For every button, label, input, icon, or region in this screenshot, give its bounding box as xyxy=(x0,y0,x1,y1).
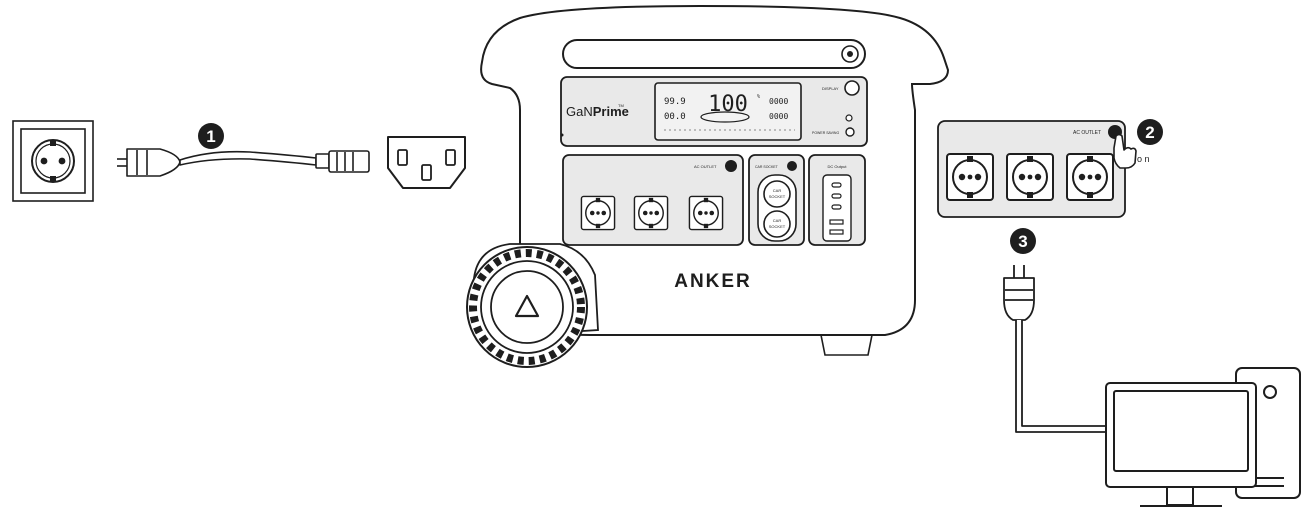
detail-ac-outlet-label: AC OUTLET xyxy=(1073,130,1101,136)
step-badge-1: 1 xyxy=(198,123,224,149)
on-label: o n xyxy=(1137,154,1150,164)
finger-press-icon xyxy=(1113,133,1137,169)
display-button-label: DISPLAY xyxy=(822,86,839,91)
car-socket-button[interactable] xyxy=(787,161,797,171)
ac-outlet-detail-panel: AC OUTLET xyxy=(937,120,1126,218)
car-socket-1-text-b: SOCKET xyxy=(769,194,786,199)
station-ac-outlet-button[interactable] xyxy=(725,160,737,172)
step-badge-2: 2 xyxy=(1137,119,1163,145)
power-saving-label: POWER SAVING xyxy=(812,131,839,135)
power-plug-icon xyxy=(1003,265,1107,433)
lcd-left-top-value: 99.9 xyxy=(664,97,686,107)
display-button[interactable] xyxy=(844,80,860,96)
brand-logo: ANKER xyxy=(674,271,752,292)
step-number-3: 3 xyxy=(1018,232,1027,251)
lcd-big-unit: % xyxy=(757,94,760,100)
car-socket-2-text-a: CAR xyxy=(773,218,782,223)
dc-output-label: DC Output xyxy=(828,164,848,169)
power-station-icon: GaNPrime TM 99.9 00.0 100 % 0000 0000 DI… xyxy=(466,4,950,368)
wall-socket-icon xyxy=(12,120,94,202)
power-saving-button[interactable] xyxy=(845,127,855,137)
car-socket-2-text-b: SOCKET xyxy=(769,224,786,229)
ac-inlet-icon xyxy=(387,136,466,189)
step-badge-3: 3 xyxy=(1010,228,1036,254)
lcd-right-top-value: 0000 xyxy=(769,97,788,106)
wheel xyxy=(466,246,588,368)
lcd-left-bottom-value: 00.0 xyxy=(664,112,686,122)
station-ac-outlet-label: AC OUTLET xyxy=(694,164,717,169)
step-number-2: 2 xyxy=(1145,123,1154,142)
car-socket-label: CAR SOCKET xyxy=(755,165,779,169)
step-number-1: 1 xyxy=(206,127,215,146)
ganprime-tm: TM xyxy=(618,103,624,108)
car-socket-1-text-a: CAR xyxy=(773,188,782,193)
ganprime-logo: GaNPrime xyxy=(566,104,629,119)
plug-cable-icon xyxy=(117,148,370,177)
computer-icon xyxy=(1105,367,1301,507)
lcd-display: 99.9 00.0 100 % 0000 0000 xyxy=(654,82,802,141)
lcd-right-bottom-value: 0000 xyxy=(769,112,788,121)
